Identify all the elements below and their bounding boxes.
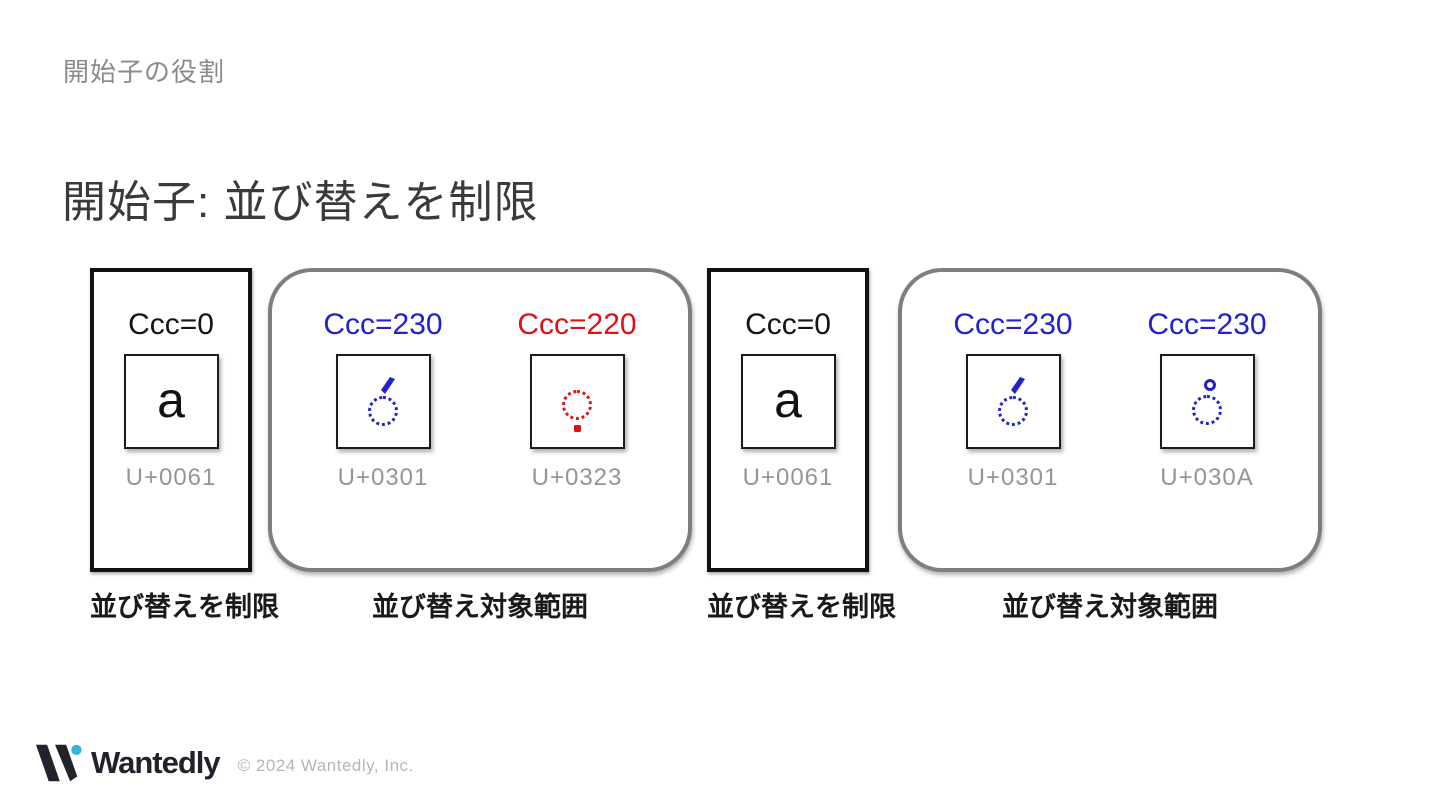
ring-above-icon xyxy=(1203,378,1216,391)
dotted-circle-icon xyxy=(1192,394,1222,425)
char-cell: Ccc=0 a U+0061 xyxy=(94,272,248,568)
ccc-value: Ccc=0 xyxy=(128,308,214,341)
reorder-range-box: Ccc=230 U+0301 Ccc=230 U+030A xyxy=(898,268,1322,572)
codepoint-label: U+0061 xyxy=(742,464,834,491)
group-caption: 並び替え対象範囲 xyxy=(372,592,588,622)
dotted-circle-icon xyxy=(368,396,398,426)
wantedly-logo-icon xyxy=(36,744,82,782)
copyright-text: © 2024 Wantedly, Inc. xyxy=(237,755,414,775)
char-cell: Ccc=220 U+0323 xyxy=(482,272,672,568)
codepoint-label: U+030A xyxy=(1160,464,1254,491)
codepoint-label: U+0323 xyxy=(531,464,623,491)
codepoint-label: U+0301 xyxy=(337,464,429,491)
wantedly-wordmark: Wantedly xyxy=(91,745,221,780)
dot-below-icon xyxy=(573,424,581,432)
starter-group-1: Ccc=0 a U+0061 並び替えを制限 xyxy=(90,268,279,624)
page-title: 開始子: 並び替えを制限 xyxy=(62,178,539,227)
ccc-value: Ccc=220 xyxy=(517,308,637,341)
codepoint-label: U+0301 xyxy=(967,464,1059,491)
char-cell: Ccc=230 U+030A xyxy=(1112,272,1302,568)
acute-accent-icon xyxy=(381,377,395,394)
letter-glyph: a xyxy=(774,371,802,428)
char-cell: Ccc=230 U+0301 xyxy=(918,272,1108,568)
char-box: a xyxy=(740,354,836,449)
combining-dot-below-icon xyxy=(562,389,592,432)
char-box xyxy=(529,354,625,449)
group-caption: 並び替え対象範囲 xyxy=(1002,592,1218,622)
char-box xyxy=(965,354,1061,449)
combining-acute-icon xyxy=(368,377,398,426)
codepoint-label: U+0061 xyxy=(125,464,217,491)
char-box xyxy=(335,354,431,449)
char-box xyxy=(1159,354,1255,449)
starter-box: Ccc=0 a U+0061 xyxy=(90,268,252,572)
starter-group-2: Ccc=0 a U+0061 並び替えを制限 xyxy=(707,268,896,624)
dotted-circle-icon xyxy=(998,396,1028,426)
combining-acute-icon xyxy=(998,377,1028,426)
letter-glyph: a xyxy=(157,371,185,428)
ccc-value: Ccc=230 xyxy=(323,308,443,341)
combining-ring-above-icon xyxy=(1192,378,1222,425)
footer: Wantedly © 2024 Wantedly, Inc. xyxy=(36,744,414,782)
starter-box: Ccc=0 a U+0061 xyxy=(707,268,869,572)
char-cell: Ccc=230 U+0301 xyxy=(288,272,478,568)
group-caption: 並び替えを制限 xyxy=(90,592,279,622)
char-cell: Ccc=0 a U+0061 xyxy=(711,272,865,568)
group-caption: 並び替えを制限 xyxy=(707,592,896,622)
ccc-value: Ccc=230 xyxy=(953,308,1073,341)
reorder-range-group-1: Ccc=230 U+0301 Ccc=220 U+0323 xyxy=(268,268,692,624)
dotted-circle-icon xyxy=(562,389,592,420)
slide-eyebrow: 開始子の役割 xyxy=(63,57,226,87)
ccc-value: Ccc=0 xyxy=(745,308,831,341)
char-box: a xyxy=(123,354,219,449)
ccc-value: Ccc=230 xyxy=(1147,308,1267,341)
acute-accent-icon xyxy=(1011,377,1025,394)
reorder-range-box: Ccc=230 U+0301 Ccc=220 U+0323 xyxy=(268,268,692,572)
reorder-range-group-2: Ccc=230 U+0301 Ccc=230 U+030A xyxy=(898,268,1322,624)
